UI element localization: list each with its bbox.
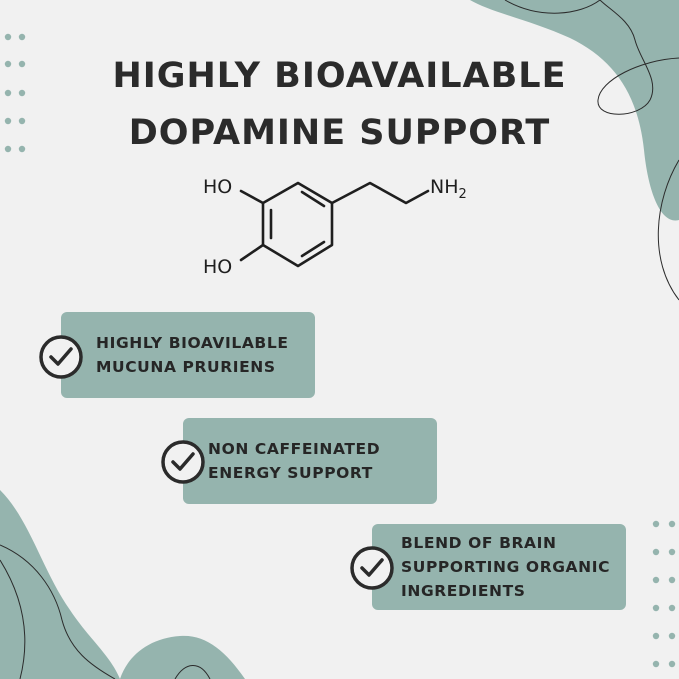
dot-grid-bottom-right <box>652 520 676 668</box>
feature-line: MUCUNA PRURIENS <box>96 358 276 376</box>
check-circle-icon <box>350 546 394 590</box>
feature-line: ENERGY SUPPORT <box>208 464 373 482</box>
top-right-blob <box>470 0 679 221</box>
feature-line: HIGHLY BIOAVILABLE <box>96 334 289 352</box>
check-circle-icon <box>39 335 83 379</box>
feature-line: NON CAFFEINATED <box>208 440 381 458</box>
hydroxyl-label-bottom: HO <box>203 256 232 278</box>
feature-line: INGREDIENTS <box>401 582 526 600</box>
feature-card-1 <box>61 312 315 398</box>
bottom-center-blob <box>120 635 245 679</box>
dot-grid-top-left <box>4 33 26 153</box>
swirl-line-bottom-left <box>0 544 211 679</box>
feature-card-1-text: HIGHLY BIOAVILABLE MUCUNA PRURIENS <box>96 331 289 379</box>
oh-bond-bottom <box>239 243 265 262</box>
headline-line-2: DOPAMINE SUPPORT <box>128 113 551 153</box>
ethylamine-chain <box>330 181 430 205</box>
benzene-ring <box>261 181 334 268</box>
feature-card-2 <box>183 418 437 504</box>
feature-line: SUPPORTING ORGANIC <box>401 558 611 576</box>
feature-card-3 <box>372 524 626 610</box>
swirl-line-top-right <box>504 0 679 301</box>
hydroxyl-label-top: HO <box>203 176 232 198</box>
headline-line-1: HIGHLY BIOAVAILABLE <box>112 56 567 96</box>
feature-card-3-text: BLEND OF BRAIN SUPPORTING ORGANIC INGRED… <box>401 531 610 603</box>
bottom-left-blob <box>0 490 120 679</box>
oh-bond-top <box>239 189 265 205</box>
check-circle-icon <box>161 440 205 484</box>
amine-label: NH2 <box>430 176 467 202</box>
feature-card-2-text: NON CAFFEINATED ENERGY SUPPORT <box>208 437 380 485</box>
feature-line: BLEND OF BRAIN <box>401 534 557 552</box>
